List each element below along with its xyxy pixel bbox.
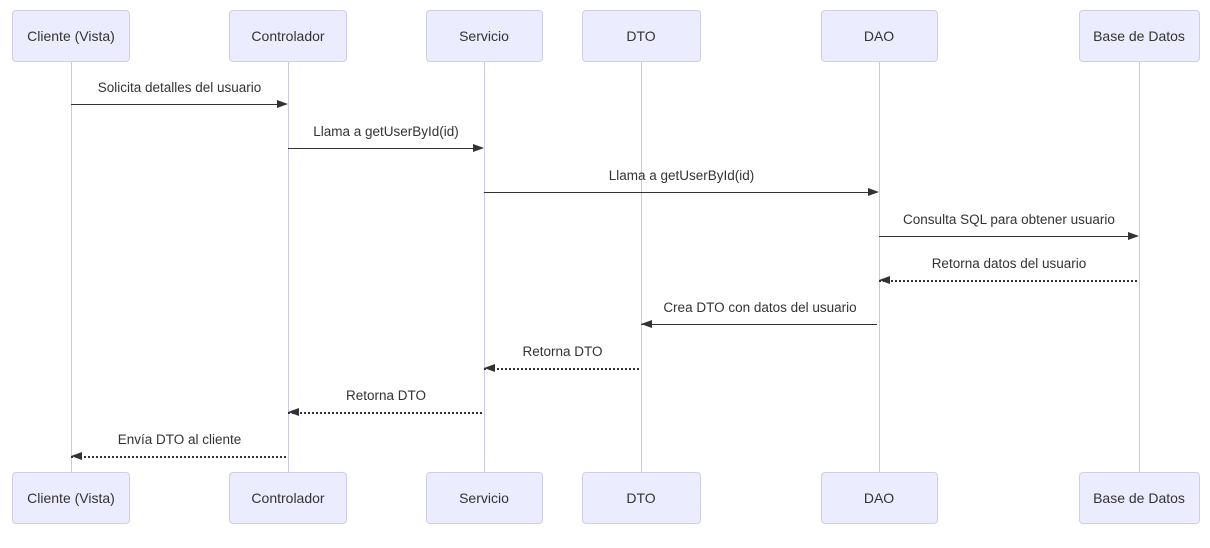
lifeline-servicio: [483, 62, 485, 472]
message-label: Retorna DTO: [345, 388, 427, 403]
arrowhead-icon: [879, 275, 890, 284]
actor-label: Base de Datos: [1093, 28, 1185, 44]
actor-label: DTO: [626, 490, 656, 506]
actor-bottom-dto: DTO: [581, 472, 701, 524]
actor-label: Servicio: [459, 28, 509, 44]
actor-bottom-dao: DAO: [820, 472, 938, 524]
message-label: Retorna datos del usuario: [931, 256, 1087, 271]
arrowhead-icon: [868, 187, 879, 196]
message-label: Crea DTO con datos del usuario: [663, 300, 857, 315]
actor-label: DAO: [863, 28, 895, 44]
actor-label: DAO: [863, 490, 895, 506]
actor-bottom-controlador: Controlador: [229, 472, 347, 524]
arrowhead-icon: [641, 319, 652, 328]
lifeline-controlador: [287, 62, 289, 472]
arrowhead-icon: [473, 143, 484, 152]
lifeline-base-de-datos: [1138, 62, 1140, 472]
lifeline-dao: [878, 62, 880, 472]
actor-label: Servicio: [459, 490, 509, 506]
message-label: Llama a getUserById(id): [313, 124, 459, 139]
message-label: Retorna DTO: [522, 344, 603, 359]
actor-label: Controlador: [251, 28, 325, 44]
message-line: [879, 280, 1137, 282]
actor-label: Cliente (Vista): [27, 490, 115, 506]
actor-bottom-base-de-datos: Base de Datos: [1078, 472, 1200, 524]
actor-top-controlador: Controlador: [229, 10, 347, 62]
arrowhead-icon: [277, 99, 288, 108]
actor-bottom-servicio: Servicio: [425, 472, 543, 524]
message-line: [484, 368, 639, 370]
message-line: [641, 324, 877, 325]
message-label: Solicita detalles del usuario: [97, 80, 262, 95]
actor-top-servicio: Servicio: [425, 10, 543, 62]
actor-top-dto: DTO: [581, 10, 701, 62]
actor-label: Cliente (Vista): [27, 28, 115, 44]
arrowhead-icon: [1128, 231, 1139, 240]
actor-top-base-de-datos: Base de Datos: [1078, 10, 1200, 62]
message-line: [288, 412, 482, 414]
message-line: [879, 236, 1137, 237]
message-line: [484, 192, 877, 193]
message-label: Llama a getUserById(id): [608, 168, 755, 183]
message-label: Envía DTO al cliente: [117, 432, 242, 447]
actor-label: Base de Datos: [1093, 490, 1185, 506]
message-label: Consulta SQL para obtener usuario: [903, 212, 1115, 227]
message-line: [71, 456, 286, 458]
arrowhead-icon: [484, 363, 495, 372]
arrowhead-icon: [288, 407, 299, 416]
message-line: [71, 104, 286, 105]
actor-bottom-cliente-vista: Cliente (Vista): [12, 472, 130, 524]
actor-top-dao: DAO: [820, 10, 938, 62]
lifeline-cliente-vista: [70, 62, 72, 472]
actor-label: DTO: [626, 28, 656, 44]
lifeline-dto: [640, 62, 642, 472]
arrowhead-icon: [71, 451, 82, 460]
message-line: [288, 148, 482, 149]
actor-label: Controlador: [251, 490, 325, 506]
actor-top-cliente-vista: Cliente (Vista): [12, 10, 130, 62]
